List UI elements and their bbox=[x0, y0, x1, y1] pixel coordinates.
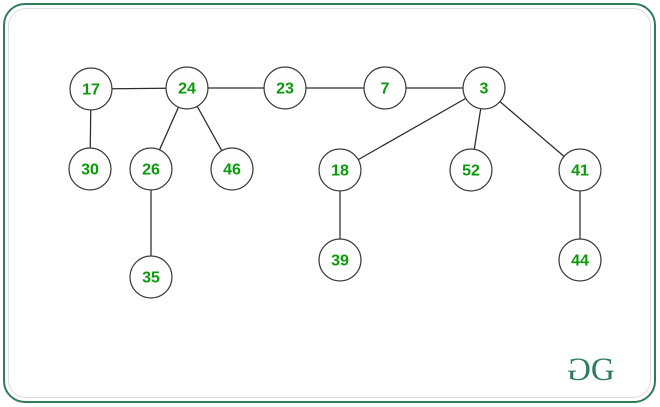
graph-node-7[interactable]: 7 bbox=[363, 66, 407, 110]
node-label-30: 30 bbox=[81, 162, 99, 179]
graph-node-26[interactable]: 26 bbox=[129, 147, 173, 191]
node-circle-17 bbox=[69, 67, 113, 111]
node-label-52: 52 bbox=[462, 163, 480, 180]
graph-node-30[interactable]: 30 bbox=[68, 147, 112, 191]
node-label-3: 3 bbox=[480, 81, 489, 98]
logo-glyph-reversed-g: G bbox=[568, 352, 591, 388]
node-label-18: 18 bbox=[331, 163, 349, 180]
node-circle-39 bbox=[318, 238, 362, 282]
inner-border-frame bbox=[8, 8, 651, 398]
node-circle-18 bbox=[318, 148, 362, 192]
node-label-7: 7 bbox=[381, 81, 390, 98]
logo-glyph-g: G bbox=[590, 352, 615, 388]
node-label-17: 17 bbox=[82, 82, 100, 99]
graph-node-3[interactable]: 3 bbox=[462, 66, 506, 110]
node-circle-23 bbox=[263, 66, 307, 110]
node-circle-44 bbox=[558, 238, 602, 282]
node-circle-7 bbox=[363, 66, 407, 110]
node-circle-35 bbox=[129, 255, 173, 299]
node-circle-52 bbox=[449, 148, 493, 192]
node-label-26: 26 bbox=[142, 162, 160, 179]
graph-node-44[interactable]: 44 bbox=[558, 238, 602, 282]
graph-edges-group bbox=[89, 87, 581, 256]
node-label-35: 35 bbox=[142, 270, 160, 287]
node-circle-26 bbox=[129, 147, 173, 191]
node-label-23: 23 bbox=[276, 81, 294, 98]
graph-node-17[interactable]: 17 bbox=[69, 67, 113, 111]
graph-node-46[interactable]: 46 bbox=[210, 147, 254, 191]
node-circle-30 bbox=[68, 147, 112, 191]
graph-node-18[interactable]: 18 bbox=[318, 148, 362, 192]
node-circle-46 bbox=[210, 147, 254, 191]
node-label-24: 24 bbox=[178, 81, 196, 98]
graph-edge-3-18 bbox=[357, 97, 467, 161]
node-label-41: 41 bbox=[571, 163, 589, 180]
graph-edge-24-26 bbox=[158, 106, 180, 151]
node-label-39: 39 bbox=[331, 253, 349, 270]
graph-edge-3-52 bbox=[473, 108, 482, 150]
graph-node-23[interactable]: 23 bbox=[263, 66, 307, 110]
geeksforgeeks-logo: GG bbox=[568, 352, 642, 389]
graph-edge-17-24 bbox=[111, 87, 167, 90]
node-circle-24 bbox=[165, 66, 209, 110]
graph-node-39[interactable]: 39 bbox=[318, 238, 362, 282]
graph-node-24[interactable]: 24 bbox=[165, 66, 209, 110]
graph-nodes-group: 17 24 23 7 3 30 26 46 18 52 41 35 39 44 bbox=[68, 66, 602, 299]
node-label-46: 46 bbox=[223, 162, 241, 179]
graph-node-52[interactable]: 52 bbox=[449, 148, 493, 192]
node-label-44: 44 bbox=[571, 253, 589, 270]
graph-edge-24-46 bbox=[196, 106, 223, 151]
node-circle-41 bbox=[558, 148, 602, 192]
graph-node-35[interactable]: 35 bbox=[129, 255, 173, 299]
graph-node-41[interactable]: 41 bbox=[558, 148, 602, 192]
node-circle-3 bbox=[462, 66, 506, 110]
graph-edge-3-41 bbox=[499, 101, 565, 157]
